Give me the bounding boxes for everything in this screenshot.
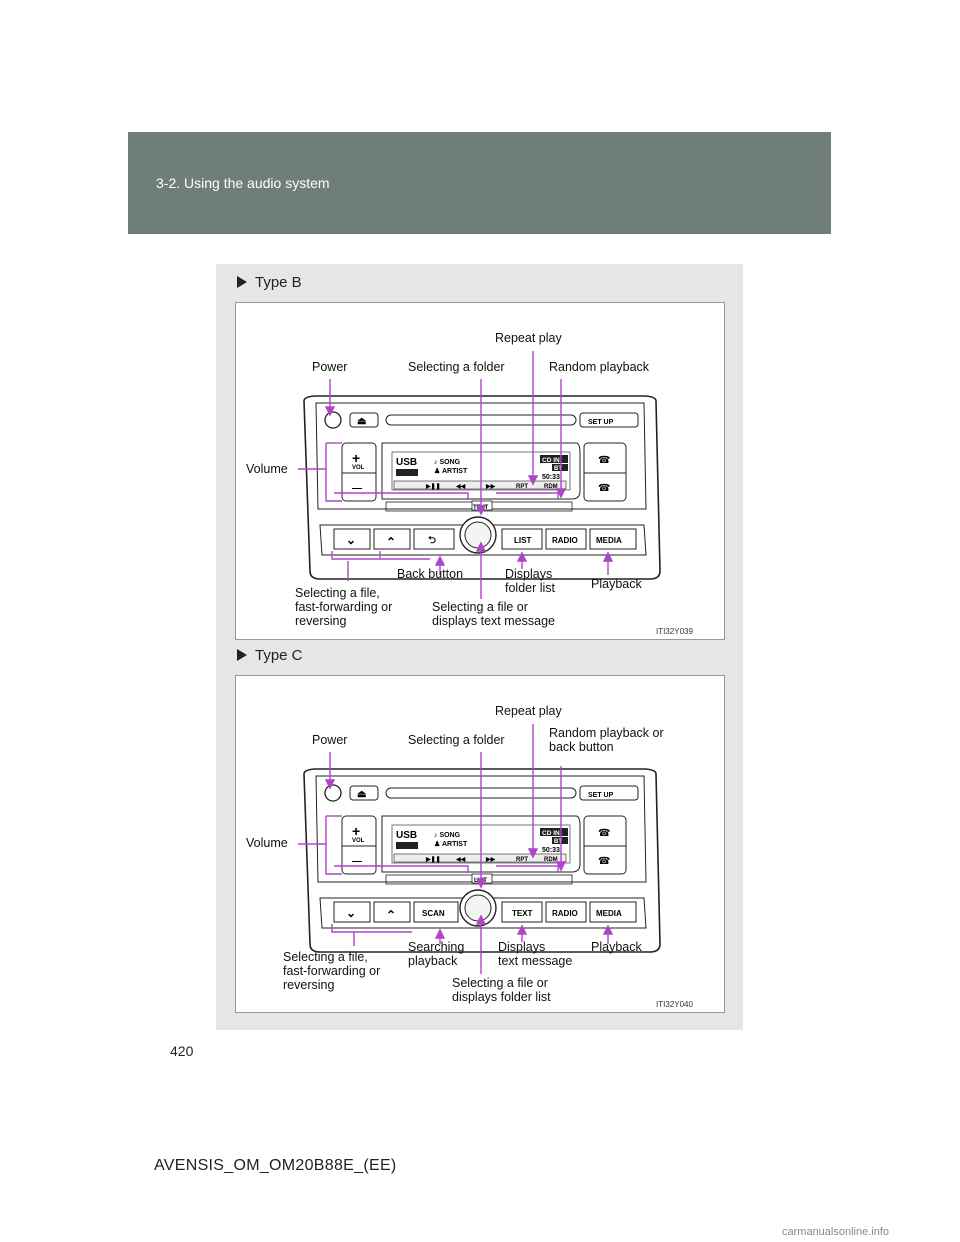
svg-text:MEDIA: MEDIA xyxy=(596,536,622,545)
svg-text:▶❚❚: ▶❚❚ xyxy=(425,856,441,863)
audio-unit-type-c-drawing: ⏏ SET UP + VOL — USB ♪ SONG ♟ ARTIST CD … xyxy=(298,724,661,974)
svg-text:TEXT: TEXT xyxy=(512,909,533,918)
svg-text:♟ ARTIST: ♟ ARTIST xyxy=(434,467,468,475)
label-selecting-folder: Selecting a folder xyxy=(408,733,505,747)
svg-text:VOL: VOL xyxy=(352,838,365,844)
svg-text:VOL: VOL xyxy=(352,465,365,471)
svg-text:▶❚❚: ▶❚❚ xyxy=(425,483,441,490)
watermark: carmanualsonline.info xyxy=(782,1226,890,1238)
svg-text:RADIO: RADIO xyxy=(552,909,578,918)
svg-text:RADIO: RADIO xyxy=(552,536,578,545)
figure-code: ITI32Y039 xyxy=(656,627,693,636)
svg-text:BT: BT xyxy=(554,466,562,472)
svg-text:☎: ☎ xyxy=(598,856,610,867)
svg-text:CD IN: CD IN xyxy=(542,830,560,837)
svg-text:LIST: LIST xyxy=(514,536,531,545)
svg-text:RPT: RPT xyxy=(516,484,528,490)
label-volume: Volume xyxy=(246,462,288,476)
label-power: Power xyxy=(312,360,348,374)
figure-type-c: ⏏ SET UP + VOL — USB ♪ SONG ♟ ARTIST CD … xyxy=(235,675,725,1013)
svg-text:MEDIA: MEDIA xyxy=(596,909,622,918)
figure-code: ITI32Y040 xyxy=(656,1000,693,1009)
label-repeat-play: Repeat play xyxy=(495,331,562,345)
svg-text:+: + xyxy=(352,450,360,466)
eject-icon: ⏏ xyxy=(357,416,367,427)
label-random-playback: Random playback xyxy=(549,360,650,374)
label-volume: Volume xyxy=(246,836,288,850)
eject-icon: ⏏ xyxy=(357,789,367,800)
label-selecting-file-ff: Selecting a file, fast-forwarding or rev… xyxy=(295,586,393,628)
type-c-heading: Type C xyxy=(237,647,303,664)
svg-text:♪ SONG: ♪ SONG xyxy=(434,832,461,839)
triangle-bullet-icon xyxy=(237,276,247,288)
svg-text:RDM: RDM xyxy=(544,484,558,490)
svg-text:50:33: 50:33 xyxy=(542,474,560,481)
label-playback: Playback xyxy=(591,940,642,954)
svg-text:CD IN: CD IN xyxy=(542,457,560,464)
label-random-or-back: Random playback or back button xyxy=(549,726,664,754)
svg-text:SET UP: SET UP xyxy=(588,419,614,426)
svg-text:♪ SONG: ♪ SONG xyxy=(434,459,461,466)
svg-text:▶▶: ▶▶ xyxy=(485,856,496,863)
svg-text:⮌: ⮌ xyxy=(428,535,436,546)
svg-text:BT: BT xyxy=(554,839,562,845)
label-power: Power xyxy=(312,733,348,747)
svg-text:☎: ☎ xyxy=(598,483,610,494)
svg-text:♟ ARTIST: ♟ ARTIST xyxy=(434,840,468,848)
section-title: 3-2. Using the audio system xyxy=(156,175,330,191)
label-searching-playback: Searching playback xyxy=(408,940,465,968)
svg-text:RDM: RDM xyxy=(544,857,558,863)
label-repeat-play: Repeat play xyxy=(495,704,562,718)
page-number: 420 xyxy=(170,1043,194,1059)
svg-text:—: — xyxy=(352,483,362,494)
svg-text:—: — xyxy=(352,856,362,867)
svg-text:⌃: ⌃ xyxy=(386,535,396,549)
figure-type-b: ⏏ SET UP + VOL — USB ♪ SONG ♟ ARTIST CD … xyxy=(235,302,725,640)
label-displays-text-message: Displays text message xyxy=(498,940,573,968)
svg-text:RPT: RPT xyxy=(516,857,528,863)
document-code: AVENSIS_OM_OM20B88E_(EE) xyxy=(154,1157,397,1174)
svg-text:⌄: ⌄ xyxy=(346,533,356,547)
label-selecting-file-ff: Selecting a file, fast-forwarding or rev… xyxy=(283,950,381,992)
triangle-bullet-icon xyxy=(237,649,247,661)
svg-text:+: + xyxy=(352,823,360,839)
label-selecting-file-folder: Selecting a file or displays folder list xyxy=(452,976,551,1004)
section-header: 3-2. Using the audio system xyxy=(128,132,831,234)
svg-text:50:33: 50:33 xyxy=(542,847,560,854)
label-displays-folder-list: Displays folder list xyxy=(505,567,556,595)
svg-text:SCAN: SCAN xyxy=(422,909,445,918)
svg-text:SET UP: SET UP xyxy=(588,792,614,799)
svg-text:▶▶: ▶▶ xyxy=(485,483,496,490)
svg-text:⌄: ⌄ xyxy=(346,906,356,920)
svg-text:USB: USB xyxy=(396,457,417,468)
label-playback: Playback xyxy=(591,577,642,591)
svg-text:⌃: ⌃ xyxy=(386,908,396,922)
svg-text:◀◀: ◀◀ xyxy=(455,483,466,490)
label-selecting-file-text: Selecting a file or displays text messag… xyxy=(432,600,555,628)
label-selecting-folder: Selecting a folder xyxy=(408,360,505,374)
svg-text:☎: ☎ xyxy=(598,455,610,466)
svg-text:☎: ☎ xyxy=(598,828,610,839)
type-b-heading: Type B xyxy=(237,274,302,291)
audio-unit-type-b-drawing: ⏏ SET UP + VOL — USB ♪ SONG ♟ ARTIST CD … xyxy=(298,351,661,599)
svg-text:◀◀: ◀◀ xyxy=(455,856,466,863)
label-back-button: Back button xyxy=(397,567,464,581)
svg-text:USB: USB xyxy=(396,830,417,841)
